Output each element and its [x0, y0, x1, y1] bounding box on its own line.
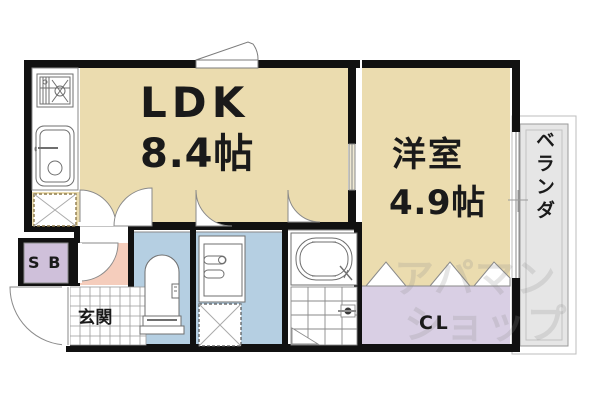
washroom-door-icon — [195, 189, 233, 227]
bath-door-icon — [287, 189, 321, 223]
shoe-box-label: S B — [28, 253, 63, 272]
shoe-box-icon — [23, 242, 69, 284]
entrance-door-icon — [9, 286, 70, 346]
vanity-sink-icon — [198, 235, 246, 303]
entrance-label: 玄関 — [78, 308, 113, 328]
ldk-size-label: 8.4帖 — [140, 131, 255, 177]
western-room-floor — [362, 66, 510, 286]
toilet-door-icon — [113, 187, 153, 227]
balcony-outline — [511, 115, 577, 355]
balcony-label: ベランダ — [533, 130, 555, 223]
western-room-size-label: 4.9帖 — [389, 183, 486, 223]
western-room-label: 洋室 — [392, 135, 465, 175]
kitchen-sink-icon — [34, 125, 75, 187]
balcony-floor — [519, 123, 569, 347]
stove-icon — [36, 73, 74, 108]
toilet-icon — [139, 254, 185, 335]
refrigerator-space-icon — [33, 193, 77, 227]
ldk-label: LDK — [140, 78, 250, 127]
bathtub-icon — [290, 232, 358, 286]
entrance-tile-pattern — [69, 286, 147, 346]
washing-machine-space-icon — [198, 303, 242, 347]
closet-label: CL — [419, 312, 451, 334]
window-icon — [195, 41, 259, 69]
bath-floor-tiles — [290, 286, 358, 346]
hall-inner-door-icon — [78, 242, 119, 283]
closet-floor — [362, 286, 510, 348]
